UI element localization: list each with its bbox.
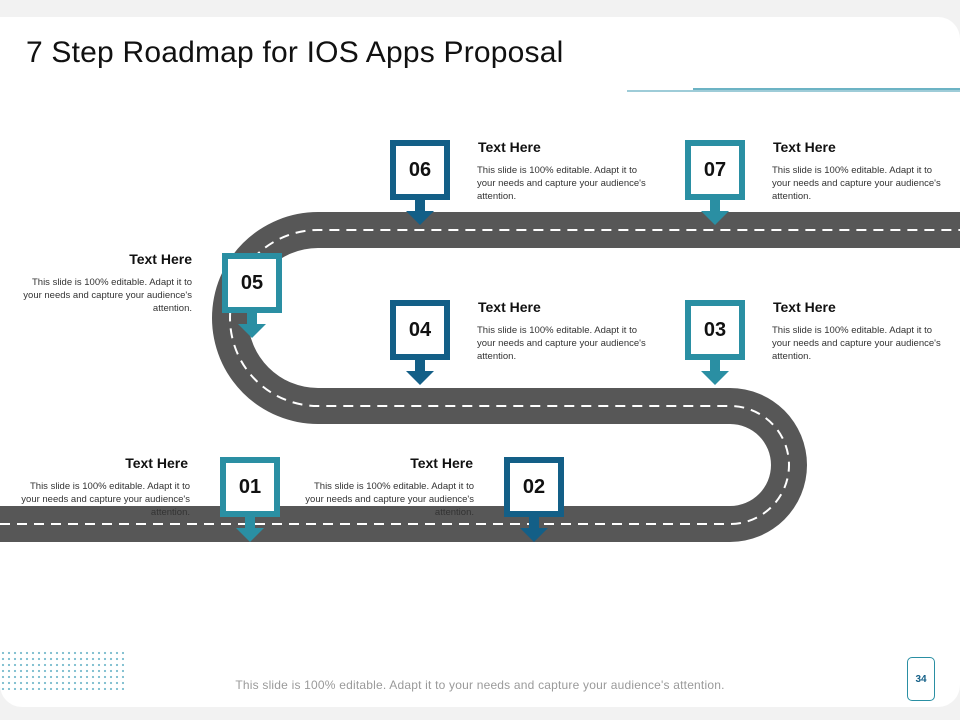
step-03-body: This slide is 100% editable. Adapt it to… xyxy=(772,325,941,362)
step-04-pointer xyxy=(406,358,434,385)
step-05-marker: 05 xyxy=(222,253,282,313)
decorative-dot-grid xyxy=(0,650,124,690)
step-02-heading: Text Here xyxy=(410,455,473,471)
step-05-body: This slide is 100% editable. Adapt it to… xyxy=(23,277,192,314)
step-01-pointer xyxy=(236,515,264,542)
step-03-number: 03 xyxy=(703,318,727,341)
step-06-marker: 06 xyxy=(390,140,450,200)
step-03-heading: Text Here xyxy=(773,299,836,315)
step-02-pointer xyxy=(520,515,548,542)
step-05-heading: Text Here xyxy=(129,251,192,267)
step-04-body: This slide is 100% editable. Adapt it to… xyxy=(477,325,646,362)
footer-note: This slide is 100% editable. Adapt it to… xyxy=(235,678,725,692)
step-06-number: 06 xyxy=(408,158,432,181)
step-03-marker: 03 xyxy=(685,300,745,360)
step-01-heading: Text Here xyxy=(125,455,188,471)
slide-title: 7 Step Roadmap for IOS Apps Proposal xyxy=(26,36,564,69)
page-number-badge: 34 xyxy=(907,657,935,701)
step-02-number: 02 xyxy=(522,475,546,498)
step-01-body: This slide is 100% editable. Adapt it to… xyxy=(21,481,190,518)
step-03-pointer xyxy=(701,358,729,385)
step-06-pointer xyxy=(406,198,434,225)
step-01-marker: 01 xyxy=(220,457,280,517)
step-04-marker: 04 xyxy=(390,300,450,360)
step-07-marker: 07 xyxy=(685,140,745,200)
step-07-body: This slide is 100% editable. Adapt it to… xyxy=(772,165,941,202)
step-02-marker: 02 xyxy=(504,457,564,517)
step-04-heading: Text Here xyxy=(478,299,541,315)
step-01-number: 01 xyxy=(238,475,262,498)
step-07-number: 07 xyxy=(703,158,727,181)
step-02-body: This slide is 100% editable. Adapt it to… xyxy=(305,481,474,518)
step-06-body: This slide is 100% editable. Adapt it to… xyxy=(477,165,646,202)
step-05-pointer xyxy=(238,311,266,338)
step-07-pointer xyxy=(701,198,729,225)
step-05-number: 05 xyxy=(240,271,264,294)
step-06-heading: Text Here xyxy=(478,139,541,155)
page-number: 34 xyxy=(915,673,927,685)
step-04-number: 04 xyxy=(408,318,432,341)
slide-card xyxy=(0,17,960,707)
step-07-heading: Text Here xyxy=(773,139,836,155)
